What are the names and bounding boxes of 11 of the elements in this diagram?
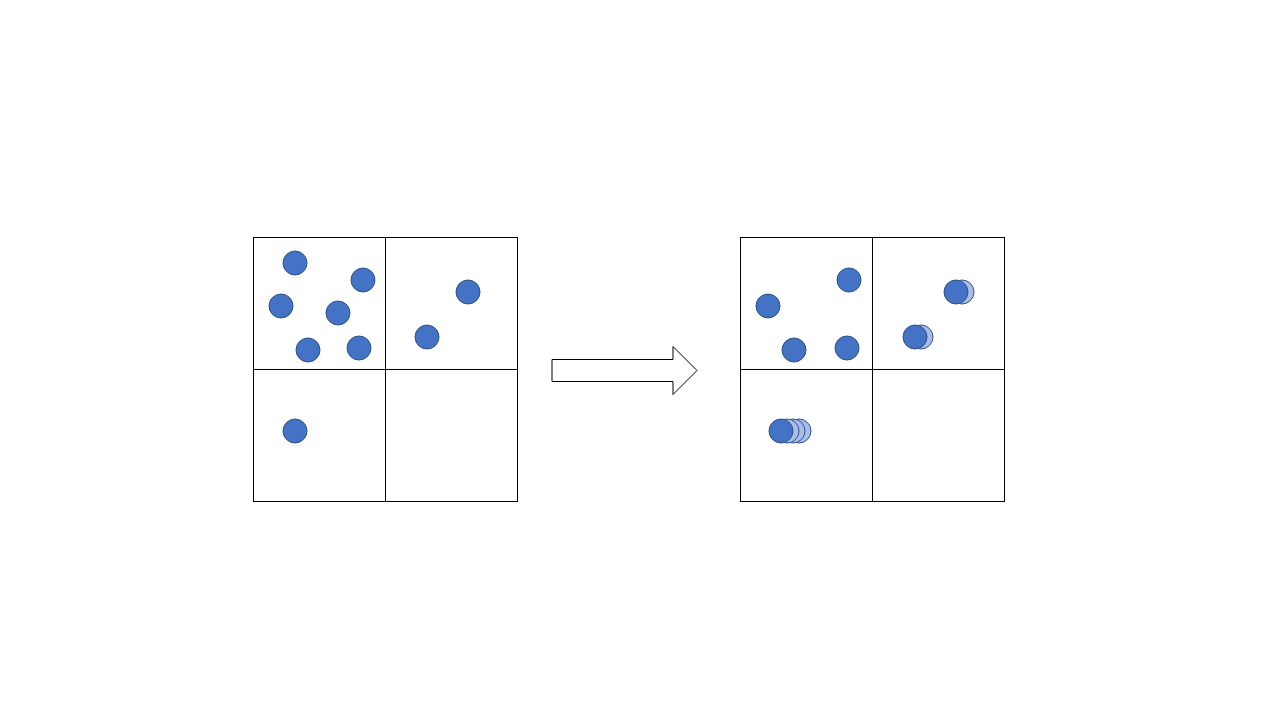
grid-cell xyxy=(740,369,873,502)
grid-cell xyxy=(872,369,1005,502)
grid-cell xyxy=(253,369,386,502)
block-arrow xyxy=(551,346,698,395)
grid-cell xyxy=(385,369,518,502)
grid-cell xyxy=(385,237,518,370)
grid-cell xyxy=(872,237,1005,370)
grid-frame xyxy=(253,237,518,502)
grid-cell xyxy=(253,237,386,370)
grid-frame xyxy=(740,237,1005,502)
grid-cell xyxy=(740,237,873,370)
